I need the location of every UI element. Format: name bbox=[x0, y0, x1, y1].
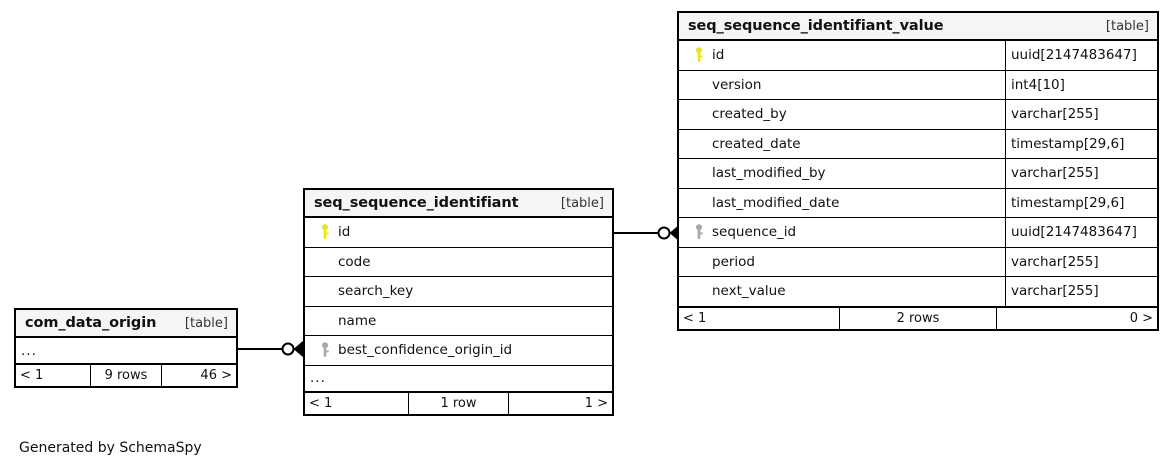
column-cell: period bbox=[679, 248, 1005, 277]
footer-next-link[interactable]: 46 > bbox=[200, 368, 232, 383]
table-footer: < 1 2 rows 0 > bbox=[679, 306, 1157, 329]
column-cell: version bbox=[679, 71, 1005, 100]
table-title: com_data_origin bbox=[25, 315, 157, 331]
column-cell: name bbox=[305, 307, 612, 336]
table-row[interactable]: search_key bbox=[305, 277, 612, 307]
column-cell: next_value bbox=[679, 277, 1005, 306]
table-seq-sequence-identifiant-value[interactable]: seq_sequence_identifiant_value [table] i… bbox=[677, 11, 1159, 331]
primary-key-icon bbox=[312, 224, 338, 240]
foreign-key-icon bbox=[686, 224, 712, 240]
table-title: seq_sequence_identifiant bbox=[314, 195, 519, 211]
column-name: last_modified_by bbox=[712, 165, 826, 182]
table-header: seq_sequence_identifiant_value [table] bbox=[679, 13, 1157, 41]
column-cell: sequence_id bbox=[679, 218, 1005, 247]
columns-collapsed-ellipsis[interactable]: ... bbox=[16, 338, 236, 364]
footer-prev-link[interactable]: < 1 bbox=[683, 310, 707, 326]
table-row[interactable]: best_confidence_origin_id bbox=[305, 336, 612, 366]
column-name: best_confidence_origin_id bbox=[338, 342, 513, 359]
column-cell: last_modified_by bbox=[679, 159, 1005, 188]
column-type: varchar[255] bbox=[1005, 247, 1157, 276]
table-row[interactable]: code bbox=[305, 248, 612, 277]
column-type: uuid[2147483647] bbox=[1005, 218, 1157, 247]
table-row[interactable]: version int4[10] bbox=[679, 70, 1157, 100]
table-row[interactable]: last_modified_date timestamp[29,6] bbox=[679, 188, 1157, 218]
table-row[interactable]: period varchar[255] bbox=[679, 247, 1157, 277]
column-name: created_by bbox=[712, 106, 787, 123]
column-type: varchar[255] bbox=[1005, 100, 1157, 129]
column-name: last_modified_date bbox=[712, 194, 840, 211]
table-footer: < 1 1 row 1 > bbox=[305, 391, 612, 414]
column-type: timestamp[29,6] bbox=[1005, 188, 1157, 217]
primary-key-icon bbox=[686, 47, 712, 63]
column-name: search_key bbox=[338, 283, 414, 300]
column-name: code bbox=[338, 253, 371, 270]
table-row[interactable]: created_by varchar[255] bbox=[679, 100, 1157, 130]
column-name: period bbox=[712, 253, 756, 270]
table-row[interactable]: id bbox=[305, 218, 612, 248]
column-cell: best_confidence_origin_id bbox=[305, 336, 612, 365]
column-name: id bbox=[338, 224, 351, 241]
relationship-origin-to-identifiant bbox=[238, 340, 304, 358]
column-cell: created_date bbox=[679, 130, 1005, 159]
table-row[interactable]: created_date timestamp[29,6] bbox=[679, 129, 1157, 159]
table-footer: < 1 9 rows 46 > bbox=[16, 364, 236, 386]
table-title: seq_sequence_identifiant_value bbox=[688, 18, 944, 34]
table-kind-label: [table] bbox=[1105, 18, 1149, 34]
footer-next-link[interactable]: 0 > bbox=[1129, 310, 1153, 326]
column-name: created_date bbox=[712, 135, 801, 152]
table-seq-sequence-identifiant[interactable]: seq_sequence_identifiant [table] id code… bbox=[303, 188, 614, 416]
column-name: next_value bbox=[712, 283, 786, 300]
column-name: sequence_id bbox=[712, 224, 797, 241]
footer-prev-link[interactable]: < 1 bbox=[20, 368, 44, 383]
foreign-key-icon bbox=[312, 342, 338, 358]
table-row[interactable]: next_value varchar[255] bbox=[679, 277, 1157, 307]
columns-collapsed-ellipsis[interactable]: ... bbox=[305, 366, 612, 392]
table-row[interactable]: name bbox=[305, 307, 612, 336]
column-name: version bbox=[712, 76, 762, 93]
column-cell: id bbox=[679, 41, 1005, 70]
table-row[interactable]: sequence_id uuid[2147483647] bbox=[679, 218, 1157, 248]
table-kind-label: [table] bbox=[560, 195, 604, 211]
column-name: name bbox=[338, 312, 377, 329]
relationship-identifiant-to-value bbox=[614, 224, 680, 242]
column-cell: code bbox=[305, 248, 612, 277]
schemaspy-credit: Generated by SchemaSpy bbox=[19, 440, 202, 456]
table-row[interactable]: last_modified_by varchar[255] bbox=[679, 159, 1157, 189]
column-cell: last_modified_date bbox=[679, 189, 1005, 218]
table-kind-label: [table] bbox=[184, 315, 228, 331]
column-type: varchar[255] bbox=[1005, 159, 1157, 188]
column-cell: search_key bbox=[305, 277, 612, 306]
table-com-data-origin[interactable]: com_data_origin [table] ... < 1 9 rows 4… bbox=[14, 308, 238, 388]
footer-prev-link[interactable]: < 1 bbox=[309, 395, 333, 411]
column-type: timestamp[29,6] bbox=[1005, 129, 1157, 158]
column-type: int4[10] bbox=[1005, 70, 1157, 99]
table-header: com_data_origin [table] bbox=[16, 310, 236, 338]
footer-row-count: 2 rows bbox=[839, 307, 997, 329]
column-type: uuid[2147483647] bbox=[1005, 41, 1157, 70]
footer-row-count: 1 row bbox=[408, 392, 509, 414]
column-name: id bbox=[712, 47, 725, 64]
footer-row-count: 9 rows bbox=[90, 365, 162, 386]
footer-next-link[interactable]: 1 > bbox=[584, 395, 608, 411]
column-type: varchar[255] bbox=[1005, 277, 1157, 306]
table-header: seq_sequence_identifiant [table] bbox=[305, 190, 612, 218]
table-row[interactable]: id uuid[2147483647] bbox=[679, 41, 1157, 71]
column-cell: id bbox=[305, 218, 612, 247]
column-cell: created_by bbox=[679, 100, 1005, 129]
